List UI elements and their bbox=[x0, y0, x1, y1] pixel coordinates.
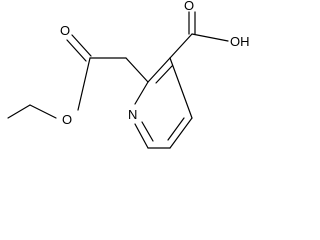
ester-ether-oxygen-label: O bbox=[62, 112, 72, 127]
bond-ring-c2-c3-double-outer bbox=[147, 57, 171, 83]
molecule-structure: N O O O OH bbox=[7, 0, 250, 149]
bond-ring-c5-c4-double-inner bbox=[167, 117, 185, 141]
bond-ether-o-carbonyl-c bbox=[77, 57, 91, 111]
ring-nitrogen-label: N bbox=[128, 107, 137, 122]
bond-ring-c5-c4-double-outer bbox=[169, 117, 193, 149]
bond-acid-c-oh bbox=[191, 33, 229, 42]
bond-ring-c3-acid-c bbox=[169, 33, 193, 59]
acid-hydroxyl-label: OH bbox=[230, 34, 250, 49]
bond-ethyl-ch2-o bbox=[29, 104, 57, 119]
bond-ester-carbonyl-double-b bbox=[71, 34, 92, 57]
bond-ch2-ring-c2 bbox=[125, 57, 149, 83]
bond-ring-n1-c6-double-inner bbox=[141, 121, 154, 142]
bond-ester-carbonyl-double-a bbox=[66, 39, 87, 62]
bond-ring-n1-c6-double-outer bbox=[134, 123, 149, 149]
bond-ring-c2-c3-double-inner bbox=[155, 65, 173, 84]
structure-canvas: N O O O OH bbox=[7, 0, 250, 149]
bond-ring-c2-n1 bbox=[134, 81, 149, 105]
acid-carbonyl-oxygen-label: O bbox=[184, 0, 194, 13]
bond-ethyl-ch3-ch2 bbox=[7, 104, 31, 119]
bond-ring-c4-c3 bbox=[169, 57, 193, 119]
ester-carbonyl-oxygen-label: O bbox=[60, 23, 70, 38]
